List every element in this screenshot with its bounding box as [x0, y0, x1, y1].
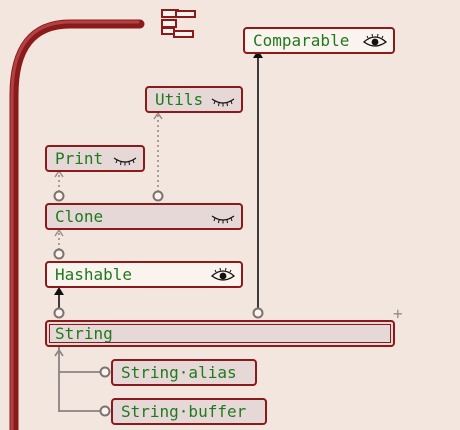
- eye-closed-icon[interactable]: [113, 151, 137, 167]
- arrowhead-comparable: [253, 50, 263, 58]
- node-label: String·buffer: [121, 402, 247, 421]
- sidebar-arc-highlight: [10, 20, 140, 430]
- port-string-right: [252, 307, 264, 319]
- ports: [53, 190, 264, 417]
- node-label: Print: [55, 149, 104, 168]
- port-alias: [99, 366, 111, 378]
- edges-dotted: [58, 115, 159, 250]
- node-label: Hashable: [55, 265, 133, 284]
- node-label: Clone: [55, 207, 104, 226]
- eye-closed-icon[interactable]: [211, 92, 235, 108]
- arrowhead-hashable: [54, 287, 64, 295]
- port-clone-top-left: [53, 190, 65, 202]
- node-utils[interactable]: Utils: [145, 86, 243, 113]
- sidebar-arc: [9, 19, 145, 430]
- arrowheads: [54, 50, 263, 295]
- child-tree-edges: [58, 347, 103, 412]
- port-hashable-top: [53, 248, 65, 260]
- node-string[interactable]: String: [45, 320, 395, 347]
- node-label: String: [55, 324, 113, 343]
- node-string-buffer[interactable]: String·buffer: [111, 398, 267, 425]
- port-string-left: [53, 307, 65, 319]
- node-print[interactable]: Print: [45, 145, 145, 172]
- node-hashable[interactable]: Hashable: [45, 261, 243, 288]
- add-button[interactable]: +: [393, 304, 403, 323]
- eye-open-icon[interactable]: [211, 267, 235, 283]
- node-clone[interactable]: Clone: [45, 203, 243, 230]
- node-comparable[interactable]: Comparable: [243, 27, 395, 54]
- eye-closed-icon[interactable]: [211, 209, 235, 225]
- port-buffer: [99, 405, 111, 417]
- node-label: Utils: [155, 90, 204, 109]
- tree-arrowheads: [54, 348, 64, 357]
- stacked-boxes-icon[interactable]: [161, 9, 196, 38]
- port-clone-top-right: [152, 190, 164, 202]
- eye-open-icon[interactable]: [363, 33, 387, 49]
- node-string-alias[interactable]: String·alias: [111, 359, 257, 386]
- node-label: Comparable: [253, 31, 350, 50]
- node-label: String·alias: [121, 363, 237, 382]
